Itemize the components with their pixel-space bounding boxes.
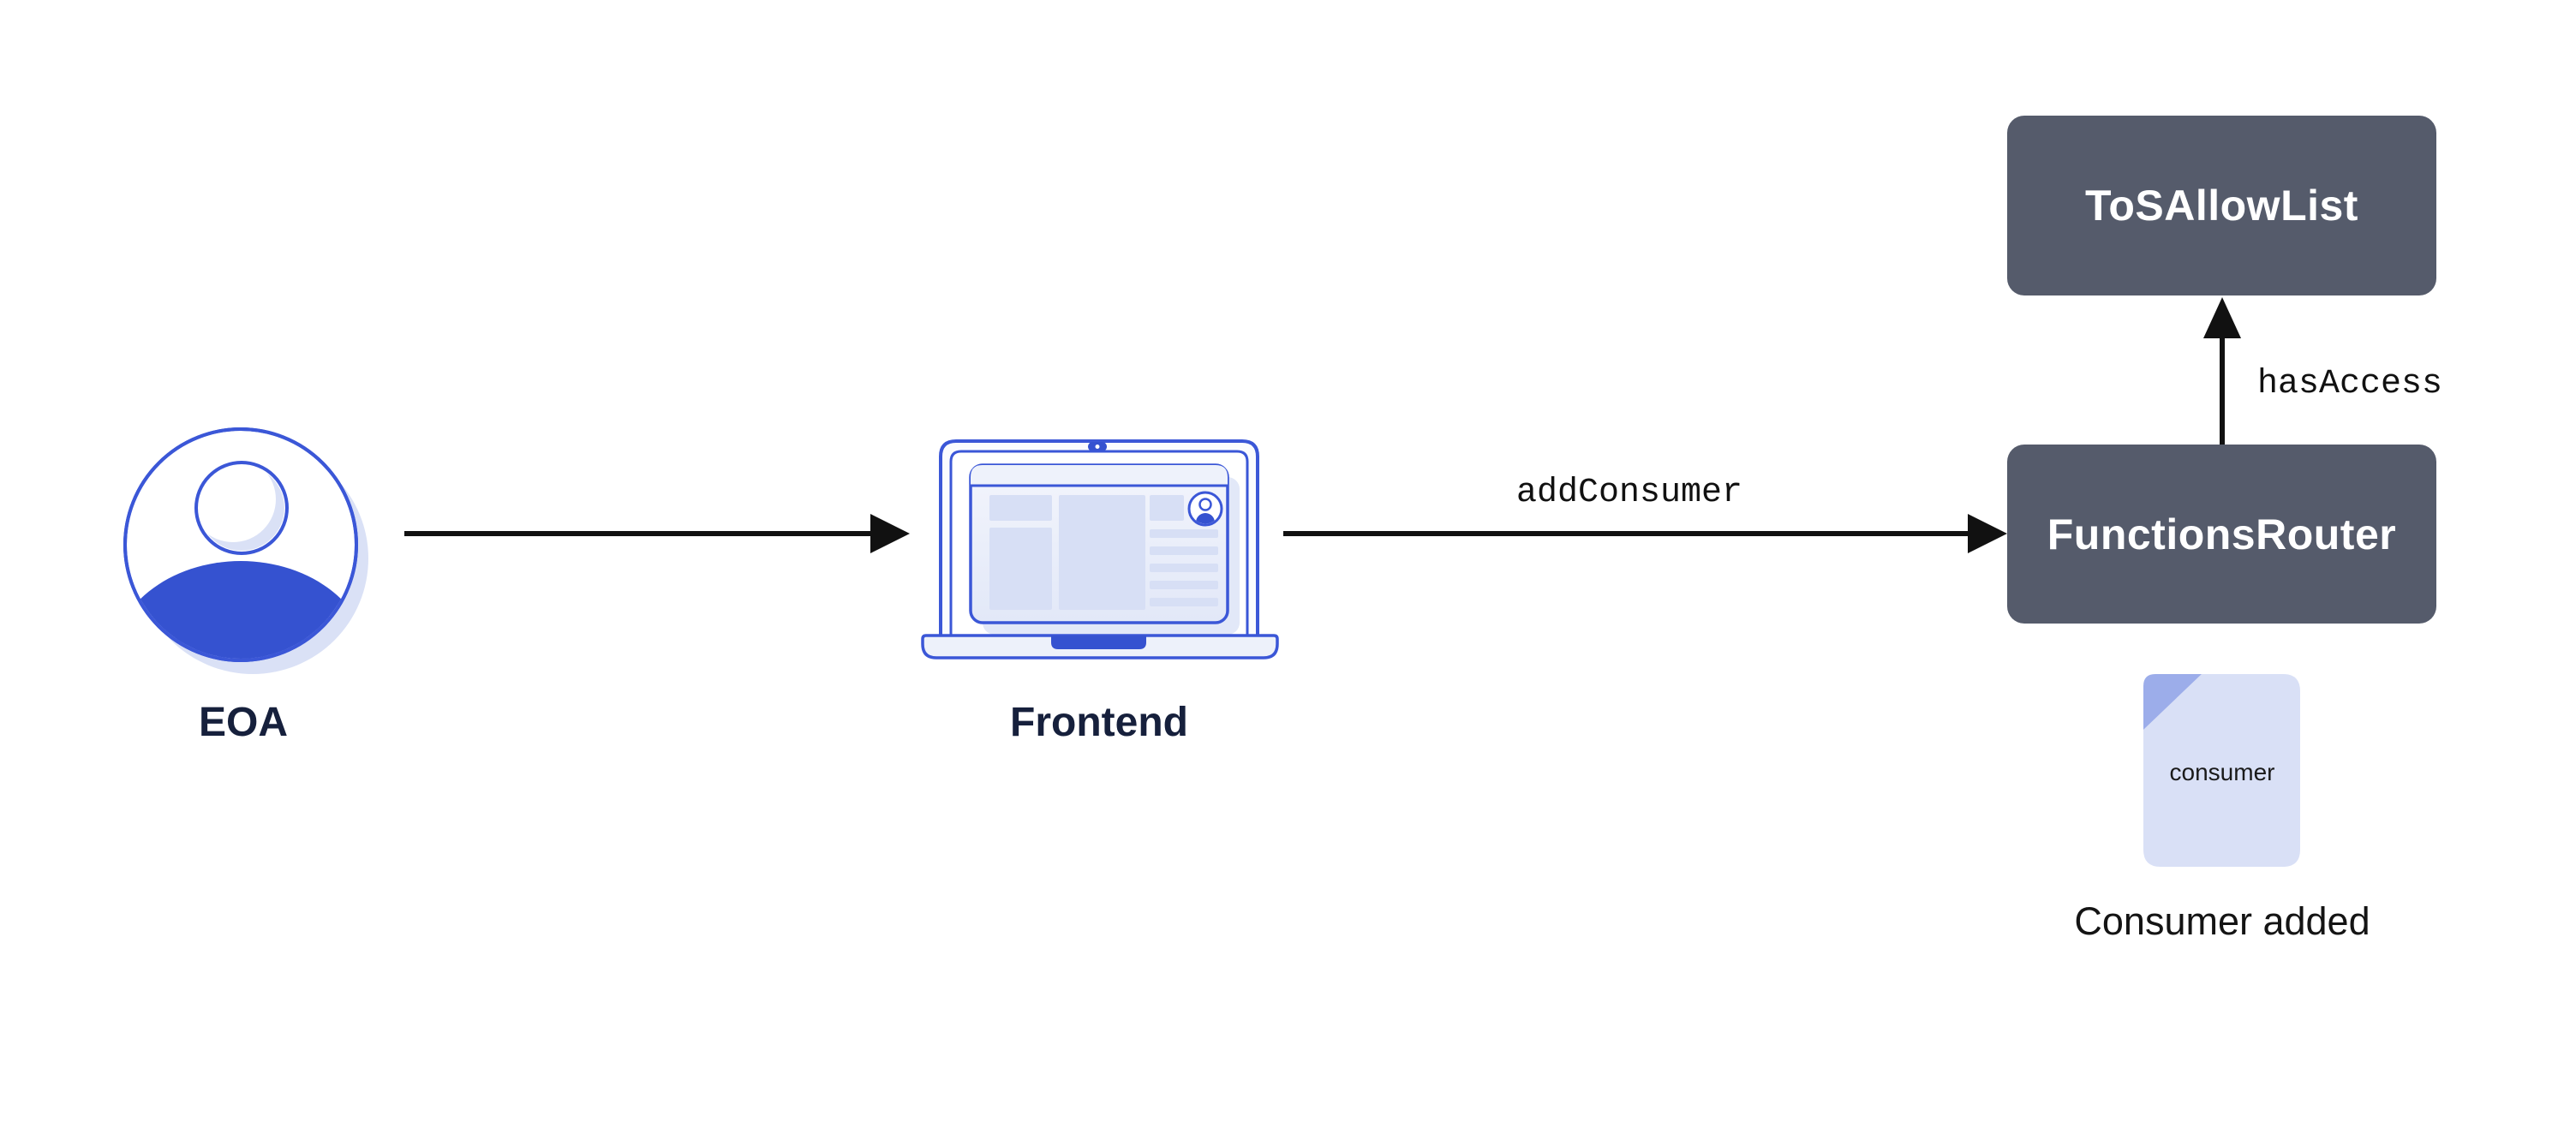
avatar-head bbox=[199, 465, 284, 551]
laptop-notch bbox=[1051, 636, 1146, 649]
browser-content-blocks bbox=[989, 495, 1218, 610]
document-body bbox=[2143, 674, 2300, 867]
functionsrouter-node: FunctionsRouter bbox=[2007, 445, 2436, 624]
consumer-file-label: consumer bbox=[2169, 759, 2275, 785]
consumer-added-caption: Consumer added bbox=[2074, 899, 2370, 943]
avatar-body bbox=[127, 561, 355, 659]
browser-avatar-icon bbox=[1187, 491, 1223, 527]
frontend-node-label: Frontend bbox=[1010, 700, 1188, 745]
edge-frontend-to-functionsrouter bbox=[1283, 514, 2007, 553]
addconsumer-edge-label: addConsumer bbox=[1515, 474, 1743, 512]
user-avatar-icon bbox=[123, 427, 368, 674]
document-fold bbox=[2143, 674, 2202, 730]
tosallowlist-node: ToSAllowList bbox=[2007, 116, 2436, 295]
tosallowlist-node-label: ToSAllowList bbox=[2085, 182, 2358, 230]
browser-toolbar bbox=[971, 465, 1228, 486]
eoa-node-label: EOA bbox=[198, 700, 289, 745]
functionsrouter-node-label: FunctionsRouter bbox=[2047, 510, 2397, 558]
hasaccess-edge-label: hasAccess bbox=[2257, 365, 2443, 403]
edge-functionsrouter-to-tosallowlist bbox=[2203, 297, 2241, 448]
laptop-icon bbox=[921, 439, 1279, 660]
edge-eoa-to-frontend bbox=[404, 514, 910, 553]
document-icon bbox=[2143, 674, 2300, 867]
